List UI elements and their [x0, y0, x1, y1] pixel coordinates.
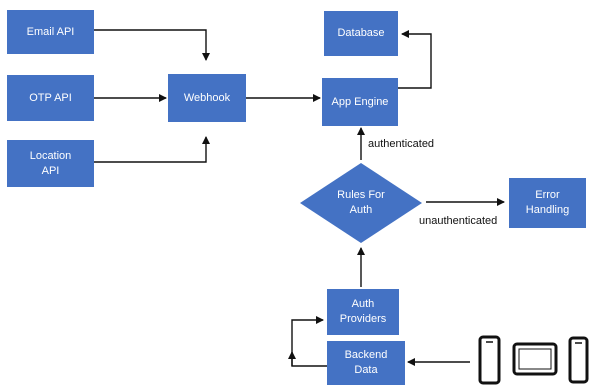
- otp-api-box: OTP API: [7, 75, 94, 121]
- location-api-label: Location API: [29, 149, 72, 177]
- webhook-box: Webhook: [168, 74, 246, 122]
- database-box: Database: [324, 11, 398, 56]
- app-engine-label: App Engine: [331, 95, 389, 108]
- phone-icon: [568, 336, 589, 384]
- error-handling-box: Error Handling: [509, 178, 586, 228]
- backend-data-label: Backend Data: [344, 349, 388, 376]
- otp-api-label: OTP API: [29, 91, 72, 104]
- email-api-box: Email API: [7, 10, 94, 54]
- authenticated-label: authenticated: [368, 138, 435, 150]
- webhook-label: Webhook: [183, 91, 231, 104]
- error-handling-label: Error Handling: [525, 189, 570, 216]
- backend-data-box: Backend Data: [327, 341, 405, 385]
- email-api-label: Email API: [26, 25, 75, 38]
- devices-group: [478, 335, 589, 385]
- unauthenticated-label: unauthenticated: [419, 215, 498, 227]
- edge-appengine-database: [398, 30, 432, 89]
- location-api-box: Location API: [7, 140, 94, 187]
- edge-email-webhook: [94, 29, 210, 61]
- edge-location-webhook: [94, 136, 210, 163]
- tablet-icon: [512, 342, 558, 376]
- edge-backend-authproviders: [291, 316, 327, 367]
- app-engine-box: App Engine: [322, 78, 398, 126]
- auth-providers-label: Auth Providers: [339, 298, 387, 325]
- rules-diamond-shape: [300, 163, 422, 243]
- rules-for-auth-label: Rules For Auth: [337, 189, 385, 216]
- auth-providers-box: Auth Providers: [327, 289, 399, 335]
- database-label: Database: [337, 27, 385, 39]
- phone-icon: [478, 335, 501, 385]
